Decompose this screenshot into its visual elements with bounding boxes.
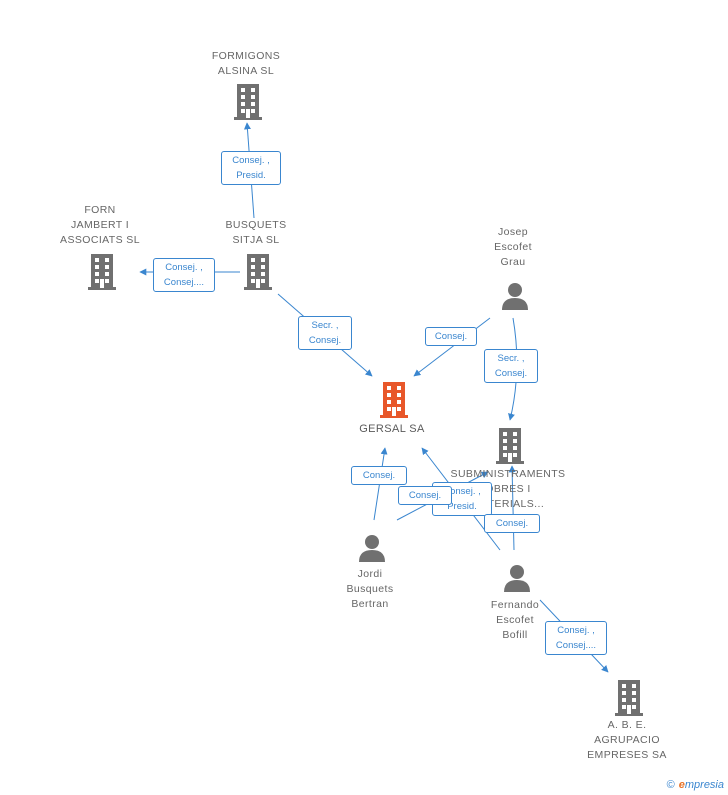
relation-label-jordi-gersal[interactable]: Consej. <box>351 466 407 485</box>
relation-label-busquets-formigons[interactable]: Consej. , Presid. <box>221 151 281 185</box>
relation-label-fernando-abe[interactable]: Consej. , Consej.... <box>545 621 607 655</box>
person-icon[interactable] <box>357 534 387 562</box>
building-icon[interactable] <box>495 428 525 464</box>
brand-e: e <box>678 779 685 791</box>
building-icon[interactable] <box>243 254 273 290</box>
node-label-abe-agrupacio[interactable]: A. B. E. AGRUPACIO EMPRESES SA <box>587 719 667 761</box>
relation-label-jordi-subministraments[interactable]: Consej. <box>398 486 452 505</box>
person-icon[interactable] <box>502 564 532 592</box>
relation-label-josep-subministraments[interactable]: Secr. , Consej. <box>484 349 538 383</box>
node-label-formigons[interactable]: FORMIGONS ALSINA SL <box>211 50 281 77</box>
relation-label-busquets-forn[interactable]: Consej. , Consej.... <box>153 258 215 292</box>
node-label-gersal[interactable]: GERSAL SA <box>359 423 425 435</box>
building-icon[interactable] <box>233 84 263 120</box>
empresia-logo: ©empresia <box>667 779 724 791</box>
relation-label-fernando-subministraments[interactable]: Consej. <box>484 514 540 533</box>
building-icon-center[interactable] <box>379 382 409 418</box>
edge-josep-gersal <box>413 317 491 377</box>
node-label-josep-escofet[interactable]: Josep Escofet Grau <box>494 226 532 268</box>
node-label-forn-jambert[interactable]: FORN JAMBERT I ASSOCIATS SL <box>60 204 140 246</box>
node-label-jordi-busquets[interactable]: Jordi Busquets Bertran <box>346 568 394 610</box>
node-label-busquets-sitja[interactable]: BUSQUETS SITJA SL <box>225 219 287 246</box>
copyright-symbol: © <box>666 779 675 791</box>
brand-name: mpresia <box>684 779 724 791</box>
person-icon[interactable] <box>500 282 530 310</box>
building-icon[interactable] <box>614 680 644 716</box>
edge-fernando-subministraments <box>508 465 516 551</box>
building-icon[interactable] <box>87 254 117 290</box>
relation-label-busquets-gersal[interactable]: Secr. , Consej. <box>298 316 352 350</box>
node-label-fernando-escofet[interactable]: Fernando Escofet Bofill <box>490 599 540 641</box>
relation-label-josep-gersal[interactable]: Consej. <box>425 327 477 346</box>
